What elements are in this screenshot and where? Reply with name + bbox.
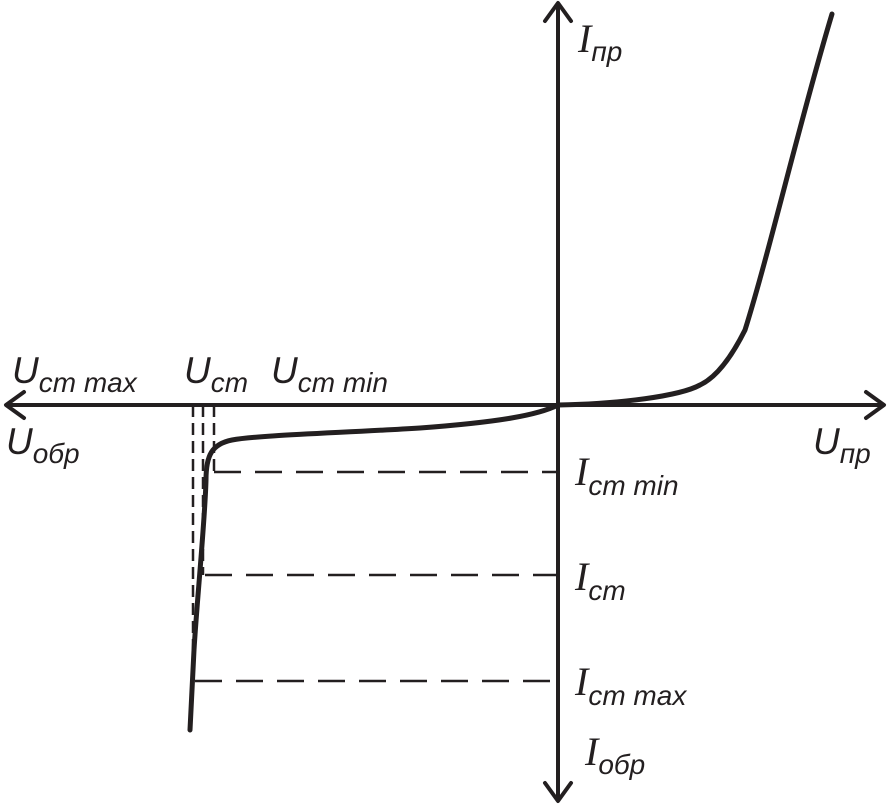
u-st-label: Uст (184, 350, 248, 398)
x-positive-label: Uпр (813, 421, 871, 469)
x-negative-label: Uобр (6, 421, 80, 469)
axes (4, 1, 886, 803)
voltage-guides (191, 405, 216, 681)
y-positive-label: Iпр (577, 16, 622, 67)
i-st-label: Iст (574, 554, 626, 606)
voltage-axis-right-arrow (864, 390, 886, 420)
current-axis-bottom-arrow (543, 781, 573, 803)
current-guides (195, 470, 556, 683)
i-st-min-label: Iст min (574, 449, 679, 501)
voltage-axis-left-arrow (4, 390, 26, 420)
u-st-max-label: Uст max (12, 350, 138, 398)
iv-characteristic-curve (187, 11, 835, 733)
y-negative-label: Iобр (584, 729, 645, 780)
i-st-max-label: Iст max (574, 659, 687, 711)
current-axis-top-arrow (543, 1, 573, 23)
u-st-min-label: Uст min (271, 350, 388, 398)
